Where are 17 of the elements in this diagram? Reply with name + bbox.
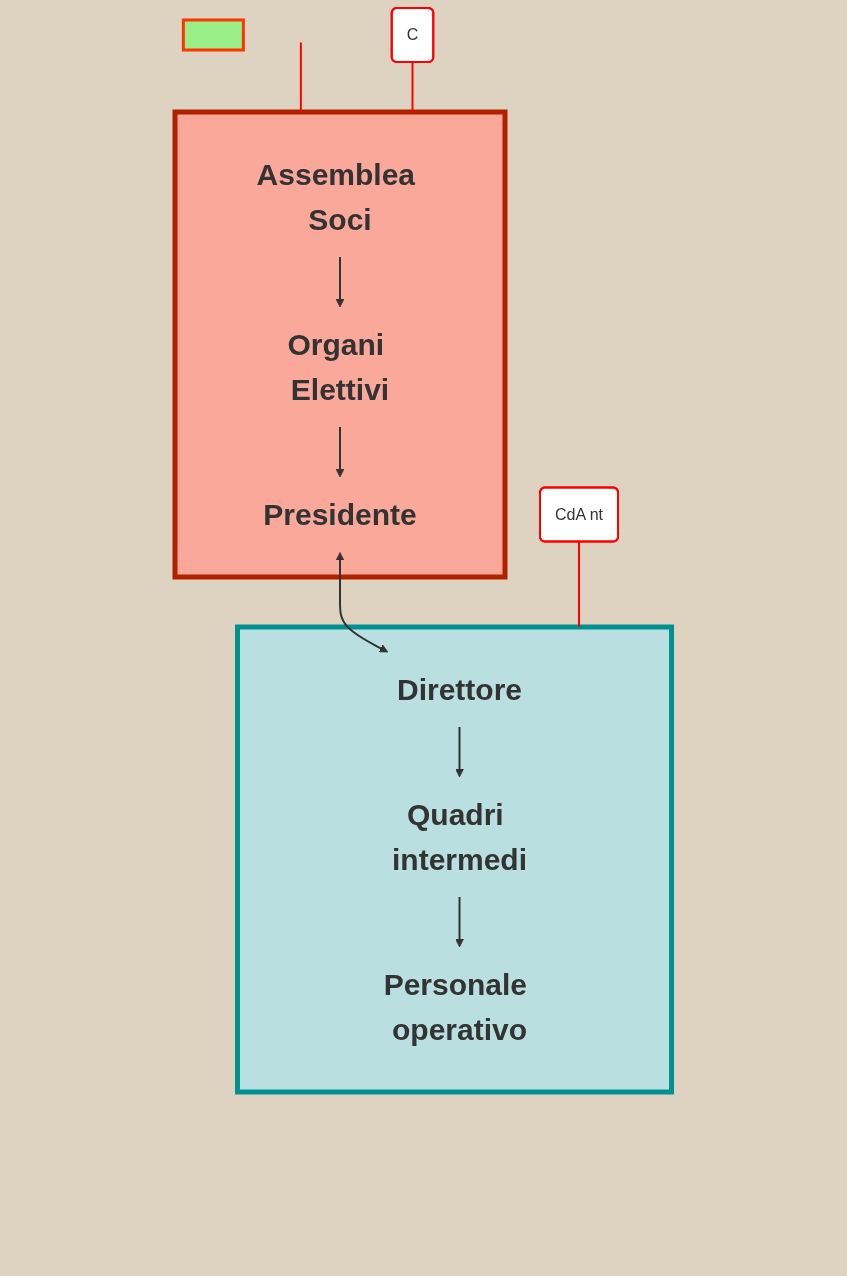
arrow [455, 896, 465, 948]
arrow [335, 256, 345, 308]
node-text: Organi Elettivi [287, 328, 390, 406]
arrow [335, 552, 389, 653]
node-text: Quadri intermedi [392, 798, 528, 876]
node-text: Direttore [397, 673, 523, 706]
node-text: Presidente [263, 498, 417, 531]
arrow [335, 426, 345, 478]
connector [411, 61, 414, 113]
node-box [182, 18, 246, 52]
connector [578, 540, 581, 628]
cluster [235, 624, 675, 1095]
cluster [172, 109, 508, 580]
node-text: Assemblea Soci [256, 158, 416, 236]
node-text: Personale operativo [383, 968, 528, 1046]
connector [300, 41, 303, 113]
arrow [455, 726, 465, 778]
